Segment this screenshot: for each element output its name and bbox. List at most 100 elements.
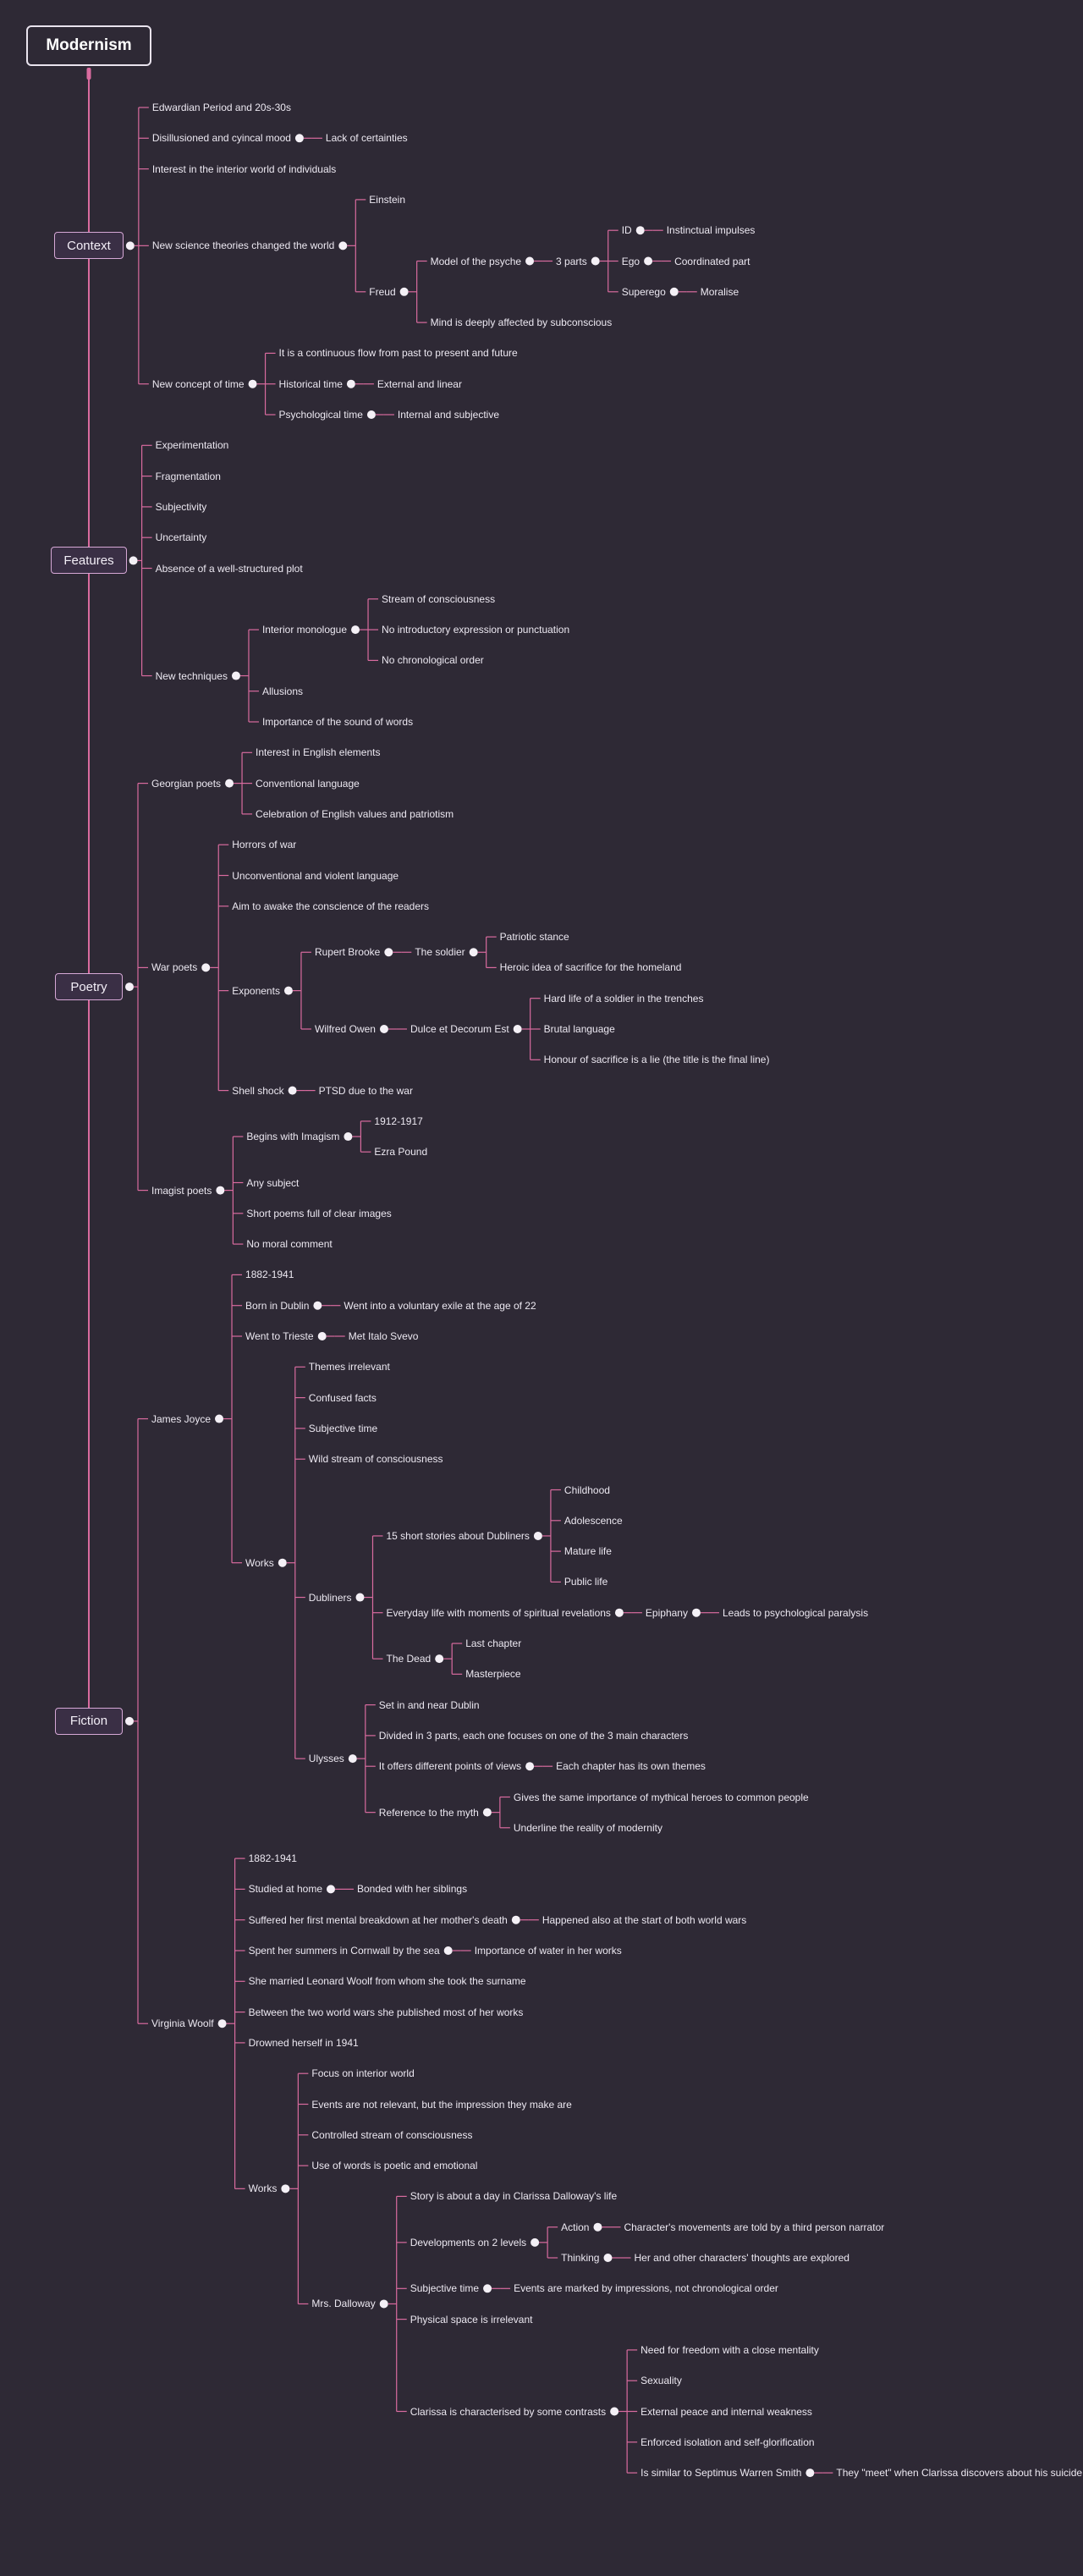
collapse-toggle-icon[interactable] xyxy=(469,948,478,957)
node-mature-life[interactable]: Mature life xyxy=(563,1545,612,1558)
node-she-married-leonard-woolf-from-whom-she-[interactable]: She married Leonard Woolf from whom she … xyxy=(248,1975,526,1988)
collapse-toggle-icon[interactable] xyxy=(379,2299,388,2309)
collapse-toggle-icon[interactable] xyxy=(201,963,211,972)
collapse-toggle-icon[interactable] xyxy=(635,226,645,235)
collapse-toggle-icon[interactable] xyxy=(294,134,304,143)
node-superego[interactable]: Superego xyxy=(621,285,666,298)
node-importance-of-water-in-her-works[interactable]: Importance of water in her works xyxy=(474,1945,622,1957)
node-3-parts[interactable]: 3 parts xyxy=(556,255,587,267)
node-patriotic-stance[interactable]: Patriotic stance xyxy=(499,931,569,944)
node-wild-stream-of-consciousness[interactable]: Wild stream of consciousness xyxy=(308,1453,443,1466)
collapse-toggle-icon[interactable] xyxy=(531,2237,540,2247)
node-ptsd-due-to-the-war[interactable]: PTSD due to the war xyxy=(318,1084,413,1097)
collapse-toggle-icon[interactable] xyxy=(125,983,134,992)
collapse-toggle-icon[interactable] xyxy=(278,1558,287,1567)
node-events-are-marked-by-impressions-not-chr[interactable]: Events are marked by impressions, not ch… xyxy=(514,2282,778,2295)
node-virginia-woolf[interactable]: Virginia Woolf xyxy=(151,2017,214,2030)
collapse-toggle-icon[interactable] xyxy=(669,287,679,296)
node-no-chronological-order[interactable]: No chronological order xyxy=(382,654,484,667)
node-1882-1941[interactable]: 1882-1941 xyxy=(245,1269,294,1281)
node-bonded-with-her-siblings[interactable]: Bonded with her siblings xyxy=(356,1883,468,1896)
collapse-toggle-icon[interactable] xyxy=(326,1885,335,1894)
node-character-s-movements-are-told-by-a-thir[interactable]: Character's movements are told by a thir… xyxy=(624,2221,885,2233)
node-psychological-time[interactable]: Psychological time xyxy=(278,409,363,421)
node-begins-with-imagism[interactable]: Begins with Imagism xyxy=(246,1131,340,1143)
node-her-and-other-characters-thoughts-are-ex[interactable]: Her and other characters' thoughts are e… xyxy=(634,2252,849,2264)
node-allusions[interactable]: Allusions xyxy=(261,685,303,697)
collapse-toggle-icon[interactable] xyxy=(525,1762,535,1771)
collapse-toggle-icon[interactable] xyxy=(216,1186,225,1195)
collapse-toggle-icon[interactable] xyxy=(483,2284,492,2293)
node-happened-also-at-the-start-of-both-world[interactable]: Happened also at the start of both world… xyxy=(542,1913,747,1926)
node-id[interactable]: ID xyxy=(621,224,632,237)
node-studied-at-home[interactable]: Studied at home xyxy=(248,1883,322,1896)
node-works[interactable]: Works xyxy=(248,2182,278,2195)
collapse-toggle-icon[interactable] xyxy=(281,2184,290,2193)
node-suffered-her-first-mental-breakdown-at-h[interactable]: Suffered her first mental breakdown at h… xyxy=(248,1913,508,1926)
node-interest-in-the-interior-world-of-indivi[interactable]: Interest in the interior world of indivi… xyxy=(151,162,337,175)
collapse-toggle-icon[interactable] xyxy=(248,379,257,388)
collapse-toggle-icon[interactable] xyxy=(129,556,138,565)
node-divided-in-3-parts-each-one-focuses-on-o[interactable]: Divided in 3 parts, each one focuses on … xyxy=(378,1729,689,1742)
branch-poetry[interactable]: Poetry xyxy=(55,973,123,1001)
node-underline-the-reality-of-modernity[interactable]: Underline the reality of modernity xyxy=(513,1821,662,1834)
collapse-toggle-icon[interactable] xyxy=(482,1808,492,1817)
node-everyday-life-with-moments-of-spiritual-[interactable]: Everyday life with moments of spiritual … xyxy=(386,1606,611,1619)
node-new-concept-of-time[interactable]: New concept of time xyxy=(151,377,245,390)
node-gives-the-same-importance-of-mythical-he[interactable]: Gives the same importance of mythical he… xyxy=(513,1791,809,1803)
node-last-chapter[interactable]: Last chapter xyxy=(465,1638,522,1649)
collapse-toggle-icon[interactable] xyxy=(593,2222,602,2232)
node-georgian-poets[interactable]: Georgian poets xyxy=(151,777,222,790)
node-public-life[interactable]: Public life xyxy=(563,1576,608,1588)
node-they-meet-when-clarissa-discovers-about-[interactable]: They "meet" when Clarissa discovers abou… xyxy=(836,2467,1083,2480)
node-went-into-a-voluntary-exile-at-the-age-o[interactable]: Went into a voluntary exile at the age o… xyxy=(344,1299,536,1312)
node-new-techniques[interactable]: New techniques xyxy=(155,669,228,682)
node-developments-on-2-levels[interactable]: Developments on 2 levels xyxy=(410,2236,527,2248)
branch-fiction[interactable]: Fiction xyxy=(55,1707,123,1735)
node-celebration-of-english-values-and-patrio[interactable]: Celebration of English values and patrio… xyxy=(256,807,454,820)
node-events-are-not-relevant-but-the-impressi[interactable]: Events are not relevant, but the impress… xyxy=(311,2098,572,2111)
node-works[interactable]: Works xyxy=(245,1556,274,1569)
node-external-peace-and-internal-weakness[interactable]: External peace and internal weakness xyxy=(640,2405,812,2418)
collapse-toggle-icon[interactable] xyxy=(511,1915,520,1924)
node-uncertainty[interactable]: Uncertainty xyxy=(155,531,207,544)
collapse-toggle-icon[interactable] xyxy=(603,2254,613,2262)
node-need-for-freedom-with-a-close-mentality[interactable]: Need for freedom with a close mentality xyxy=(640,2343,819,2356)
node-subjective-time[interactable]: Subjective time xyxy=(308,1422,378,1434)
node-conventional-language[interactable]: Conventional language xyxy=(256,777,360,790)
node-unconventional-and-violent-language[interactable]: Unconventional and violent language xyxy=(232,869,399,882)
node-dulce-et-decorum-est[interactable]: Dulce et Decorum Est xyxy=(410,1023,509,1035)
collapse-toggle-icon[interactable] xyxy=(805,2469,815,2478)
collapse-toggle-icon[interactable] xyxy=(610,2407,619,2416)
branch-context[interactable]: Context xyxy=(54,232,124,260)
collapse-toggle-icon[interactable] xyxy=(351,625,360,635)
node-it-offers-different-points-of-views[interactable]: It offers different points of views xyxy=(378,1760,522,1773)
node-enforced-isolation-and-self-glorificatio[interactable]: Enforced isolation and self-glorificatio… xyxy=(640,2436,815,2448)
node-reference-to-the-myth[interactable]: Reference to the myth xyxy=(378,1806,479,1819)
node-the-soldier[interactable]: The soldier xyxy=(415,946,465,959)
node-einstein[interactable]: Einstein xyxy=(369,193,405,206)
node-thinking[interactable]: Thinking xyxy=(561,2252,600,2264)
node-epiphany[interactable]: Epiphany xyxy=(645,1606,688,1619)
collapse-toggle-icon[interactable] xyxy=(317,1332,327,1340)
node-heroic-idea-of-sacrifice-for-the-homelan[interactable]: Heroic idea of sacrifice for the homelan… xyxy=(499,961,682,974)
node-each-chapter-has-its-own-themes[interactable]: Each chapter has its own themes xyxy=(556,1760,706,1773)
collapse-toggle-icon[interactable] xyxy=(125,241,135,250)
node-exponents[interactable]: Exponents xyxy=(232,984,280,997)
node-coordinated-part[interactable]: Coordinated part xyxy=(674,255,750,267)
node-adolescence[interactable]: Adolescence xyxy=(563,1514,623,1527)
collapse-toggle-icon[interactable] xyxy=(644,256,653,266)
node-themes-irrelevant[interactable]: Themes irrelevant xyxy=(308,1361,390,1373)
node-spent-her-summers-in-cornwall-by-the-sea[interactable]: Spent her summers in Cornwall by the sea xyxy=(248,1945,440,1957)
node-leads-to-psychological-paralysis[interactable]: Leads to psychological paralysis xyxy=(722,1606,869,1619)
node-new-science-theories-changed-the-world[interactable]: New science theories changed the world xyxy=(151,239,335,252)
node-mind-is-deeply-affected-by-subconscious[interactable]: Mind is deeply affected by subconscious xyxy=(430,316,613,329)
node-lack-of-certainties[interactable]: Lack of certainties xyxy=(325,132,408,145)
node-interior-monologue[interactable]: Interior monologue xyxy=(261,624,348,636)
node-internal-and-subjective[interactable]: Internal and subjective xyxy=(397,409,499,421)
node-use-of-words-is-poetic-and-emotional[interactable]: Use of words is poetic and emotional xyxy=(311,2160,478,2172)
branch-features[interactable]: Features xyxy=(51,547,127,575)
collapse-toggle-icon[interactable] xyxy=(384,948,393,957)
collapse-toggle-icon[interactable] xyxy=(313,1301,322,1310)
node-short-poems-full-of-clear-images[interactable]: Short poems full of clear images xyxy=(246,1207,392,1219)
